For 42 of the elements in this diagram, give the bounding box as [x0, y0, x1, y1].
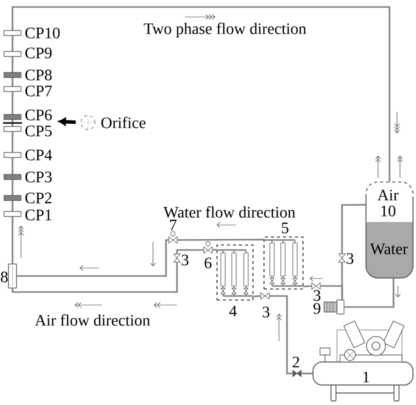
point-label: CP4 — [25, 150, 52, 160]
water-tank: Air 10 Water — [366, 182, 414, 278]
flow-direction-label: Air flow direction — [34, 314, 150, 326]
pipe — [344, 278, 394, 308]
callout-number: 4 — [229, 306, 237, 316]
point-label: CP8 — [25, 70, 52, 80]
point-label: CP5 — [25, 126, 52, 136]
pipe — [341, 204, 366, 254]
pipe — [177, 238, 264, 241]
pipe — [269, 295, 293, 374]
point-label: CP6 — [25, 110, 52, 120]
callout-number: 3 — [182, 254, 188, 266]
pipe — [212, 248, 217, 251]
callout-number: 6 — [204, 258, 212, 268]
callout-number: 2 — [292, 356, 300, 368]
callout-number: 7 — [170, 220, 177, 230]
callout-number: 3 — [262, 306, 270, 318]
pointer-arrow — [58, 118, 76, 126]
symbol-label: Orifice — [101, 116, 146, 128]
flow-direction-label: Two phase flow direction — [144, 22, 306, 38]
callout-number: 3 — [346, 253, 354, 264]
pipe — [303, 285, 312, 288]
node-label: Air — [377, 190, 399, 200]
pipe — [253, 295, 261, 298]
point-label: CP2 — [25, 192, 52, 204]
callout-number: 3 — [314, 290, 320, 301]
point-label: CP7 — [25, 86, 52, 96]
pipe — [12, 6, 390, 264]
point-label: CP3 — [25, 172, 52, 182]
pipe — [12, 262, 178, 293]
pipe — [301, 372, 313, 374]
callout-number: 8 — [0, 272, 8, 282]
pipe — [16, 239, 169, 277]
point-label: CP1 — [25, 210, 52, 220]
callout-number: 9 — [314, 303, 320, 314]
node-label: 10 — [381, 206, 396, 216]
pipe — [176, 249, 204, 254]
point-label: CP9 — [25, 48, 52, 58]
callout-number: 5 — [282, 222, 288, 234]
point-label: CP10 — [25, 28, 60, 38]
pipe — [341, 262, 343, 300]
flow-direction-label: Water flow direction — [164, 206, 296, 218]
